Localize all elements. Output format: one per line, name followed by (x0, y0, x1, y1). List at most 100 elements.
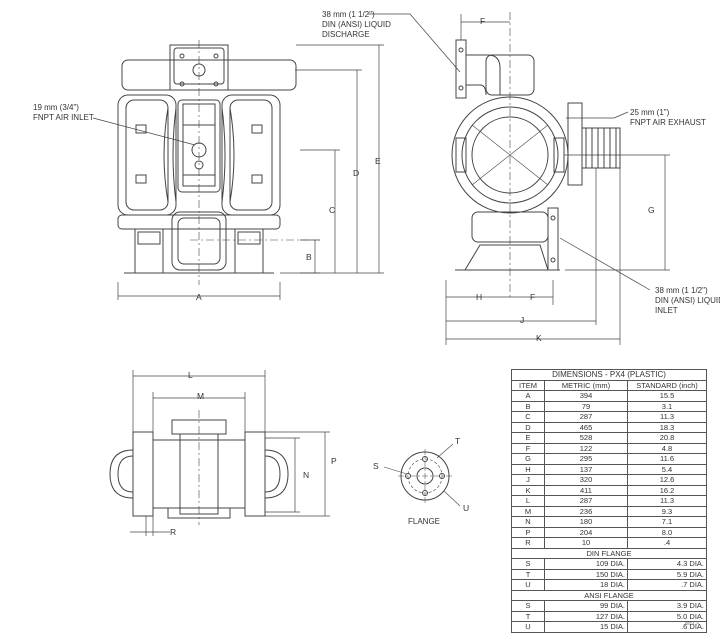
top-view-dimensions (130, 370, 330, 536)
cell-item: B (511, 400, 545, 412)
cell-item: U (511, 579, 545, 591)
dim-letter-m: M (197, 391, 205, 401)
cell-item: D (511, 421, 545, 433)
cell-metric: 465 (544, 421, 628, 433)
dim-letter-l: L (188, 370, 193, 380)
cell-standard: 18.3 (627, 421, 707, 433)
dim-letter-d: D (353, 168, 360, 178)
cell-metric: 10 (544, 537, 628, 549)
liquid-discharge-name: DISCHARGE (322, 30, 370, 39)
dim-letter-t: T (455, 436, 461, 446)
liquid-inlet-name: INLET (655, 306, 678, 315)
header-item: ITEM (511, 379, 545, 391)
cell-metric: 236 (544, 505, 628, 517)
cell-item: G (511, 453, 545, 465)
liquid-inlet-callout: 38 mm (1 1/2") DIN (ANSI) LIQUID INLET (655, 286, 720, 316)
cell-item: L (511, 495, 545, 507)
cell-metric: 320 (544, 474, 628, 486)
air-exhaust-size: 25 mm (1") (630, 108, 670, 117)
dim-letter-s: S (373, 461, 379, 471)
cell-item: J (511, 474, 545, 486)
cell-metric: 137 (544, 463, 628, 475)
cell-metric: 15 DIA. (544, 621, 628, 633)
cell-metric: 204 (544, 526, 628, 538)
liquid-discharge-callout: 38 mm (1 1/2") DIN (ANSI) LIQUID DISCHAR… (322, 10, 391, 40)
air-inlet-callout: 19 mm (3/4") FNPT AIR INLET (33, 103, 94, 123)
dim-letter-j: J (520, 315, 525, 325)
din-flange-section-label: DIN FLANGE (511, 547, 707, 559)
dimensions-table: DIMENSIONS - PX4 (PLASTIC) ITEM METRIC (… (511, 369, 707, 633)
cell-item: T (511, 568, 545, 580)
cell-metric: 394 (544, 390, 628, 402)
cell-standard: 11.6 (627, 453, 707, 465)
cell-metric: 109 DIA. (544, 558, 628, 570)
dim-letter-b: B (306, 252, 312, 262)
cell-standard: 12.6 (627, 474, 707, 486)
cell-item: U (511, 621, 545, 633)
cell-item: H (511, 463, 545, 475)
front-view (117, 40, 320, 285)
cell-standard: 3.9 DIA. (627, 600, 707, 612)
cell-standard: 4.3 DIA. (627, 558, 707, 570)
cell-metric: 528 (544, 432, 628, 444)
cell-standard: 5.4 (627, 463, 707, 475)
cell-standard: 11.3 (627, 411, 707, 423)
cell-item: A (511, 390, 545, 402)
cell-standard: 16.2 (627, 484, 707, 496)
cell-metric: 287 (544, 411, 628, 423)
cell-item: E (511, 432, 545, 444)
cell-item: M (511, 505, 545, 517)
ansi-flange-section: ANSI FLANGE (511, 589, 707, 601)
front-view-dimensions (92, 13, 461, 300)
top-view (109, 410, 289, 525)
cell-metric: 295 (544, 453, 628, 465)
cell-item: S (511, 600, 545, 612)
revision-mark: REV. A (685, 621, 700, 626)
cell-item: S (511, 558, 545, 570)
header-metric: METRIC (mm) (544, 379, 628, 391)
cell-item: K (511, 484, 545, 496)
cell-standard: 4.8 (627, 442, 707, 454)
dim-letter-c: C (329, 205, 336, 215)
cell-standard: 20.8 (627, 432, 707, 444)
dim-letter-f-top: F (480, 16, 486, 26)
cell-standard: .7 DIA. (627, 579, 707, 591)
liquid-discharge-size: 38 mm (1 1/2") (322, 10, 375, 19)
cell-metric: 127 DIA. (544, 610, 628, 622)
cell-item: R (511, 537, 545, 549)
dim-letter-r: R (170, 527, 177, 537)
cell-item: C (511, 411, 545, 423)
cell-metric: 18 DIA. (544, 579, 628, 591)
air-inlet-type: FNPT AIR INLET (33, 113, 94, 122)
liquid-inlet-size: 38 mm (1 1/2") (655, 286, 708, 295)
dim-letter-f-bottom: F (530, 292, 536, 302)
cell-item: T (511, 610, 545, 622)
dim-letter-p: P (331, 456, 337, 466)
cell-item: P (511, 526, 545, 538)
dim-letter-h: H (476, 292, 483, 302)
liquid-inlet-type: DIN (ANSI) LIQUID (655, 296, 720, 305)
cell-metric: 122 (544, 442, 628, 454)
liquid-discharge-type: DIN (ANSI) LIQUID (322, 20, 391, 29)
cell-standard: 8.0 (627, 526, 707, 538)
cell-standard: 7.1 (627, 516, 707, 528)
dim-letter-u: U (463, 503, 470, 513)
air-exhaust-callout: 25 mm (1") FNPT AIR EXHAUST (630, 108, 706, 128)
